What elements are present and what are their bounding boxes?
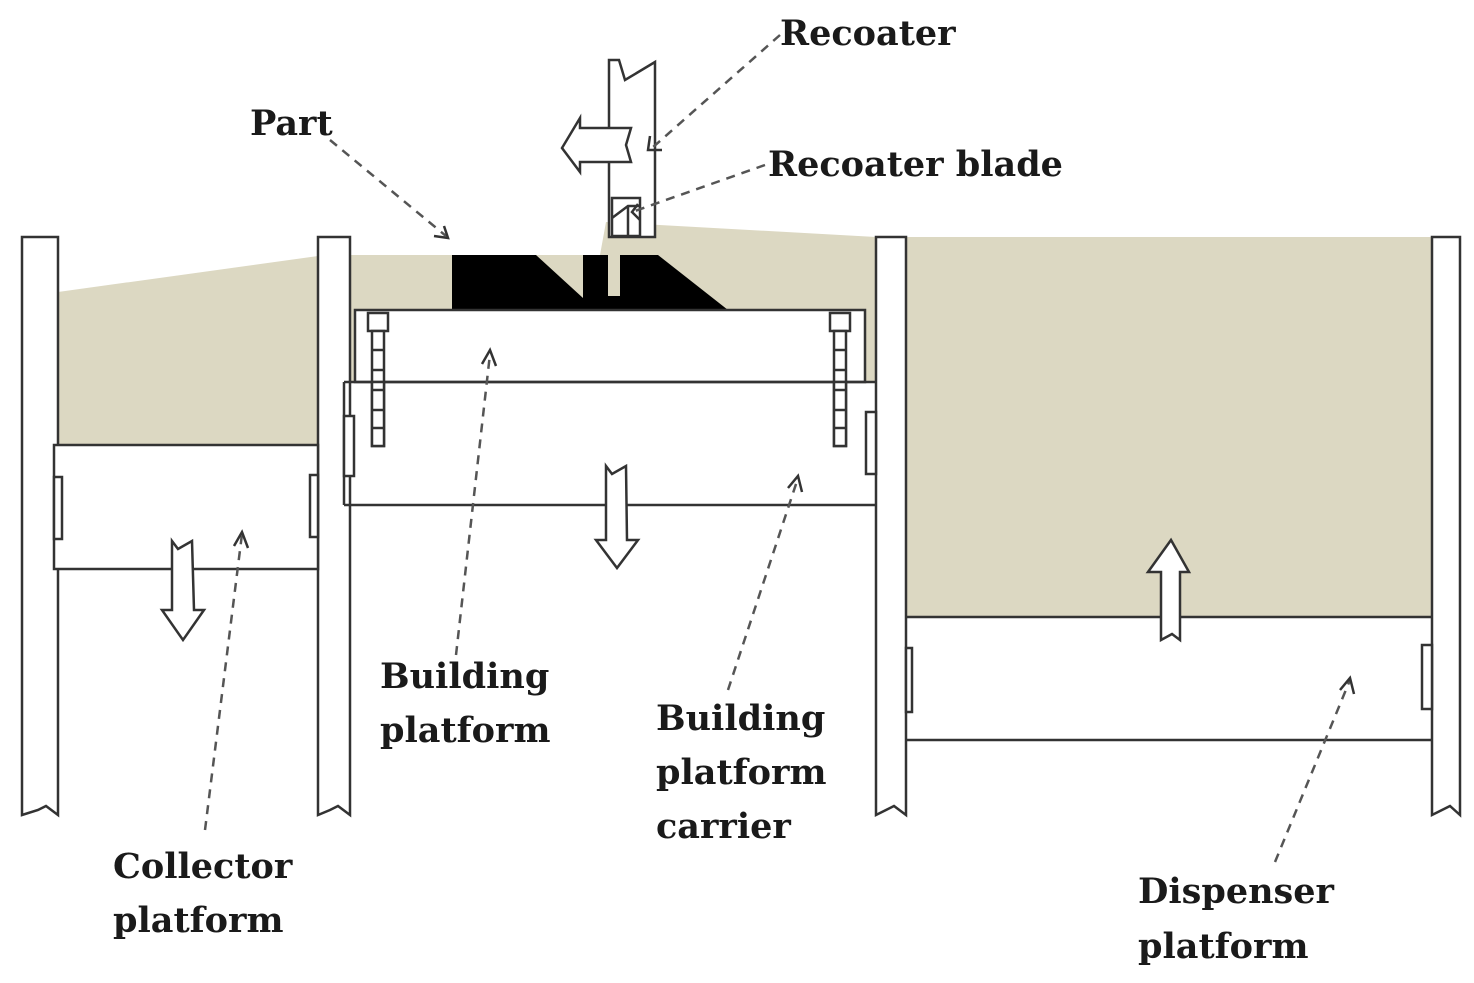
- leader-building-platform: [454, 353, 492, 656]
- label-collector-1: Collector: [113, 846, 293, 887]
- label-carrier-2: platform: [656, 752, 827, 793]
- leader-recoater: [651, 34, 781, 149]
- label-building-platform-1: Building: [380, 656, 549, 697]
- building-down-arrow-icon: [593, 462, 641, 571]
- label-dispenser-2: platform: [1138, 926, 1309, 967]
- wall-dispenser-left: [874, 235, 908, 818]
- label-recoater-blade: Recoater blade: [768, 144, 1063, 185]
- label-building-platform-2: platform: [380, 710, 551, 751]
- recoater: [607, 58, 657, 239]
- label-dispenser-1: Dispenser: [1138, 871, 1335, 912]
- leader-recoater-blade: [631, 163, 766, 214]
- part: [452, 255, 728, 310]
- collector-down-arrow-icon: [159, 537, 207, 643]
- label-recoater: Recoater: [780, 13, 956, 54]
- bolt-left-shaft: [370, 380, 386, 448]
- bolt-right-shaft: [832, 380, 848, 448]
- wall-left: [20, 235, 60, 818]
- wall-collector-right: [316, 235, 352, 818]
- label-carrier-3: carrier: [656, 806, 791, 847]
- label-collector-2: platform: [113, 900, 284, 941]
- leader-building-platform-carrier: [726, 477, 800, 691]
- collector-powder: [58, 256, 318, 445]
- label-carrier-1: Building: [656, 698, 825, 739]
- recoater-motion-arrow-left-icon: [560, 113, 633, 176]
- collector-platform: [52, 443, 320, 571]
- dispenser-up-arrow-icon: [1145, 537, 1192, 643]
- label-part: Part: [250, 103, 333, 144]
- leader-collector-platform: [203, 533, 244, 831]
- leader-part: [329, 139, 447, 237]
- leader-dispenser-platform: [1273, 679, 1352, 863]
- building-platform: [353, 308, 867, 448]
- wall-right: [1430, 235, 1462, 818]
- recoater-blade: [610, 196, 642, 238]
